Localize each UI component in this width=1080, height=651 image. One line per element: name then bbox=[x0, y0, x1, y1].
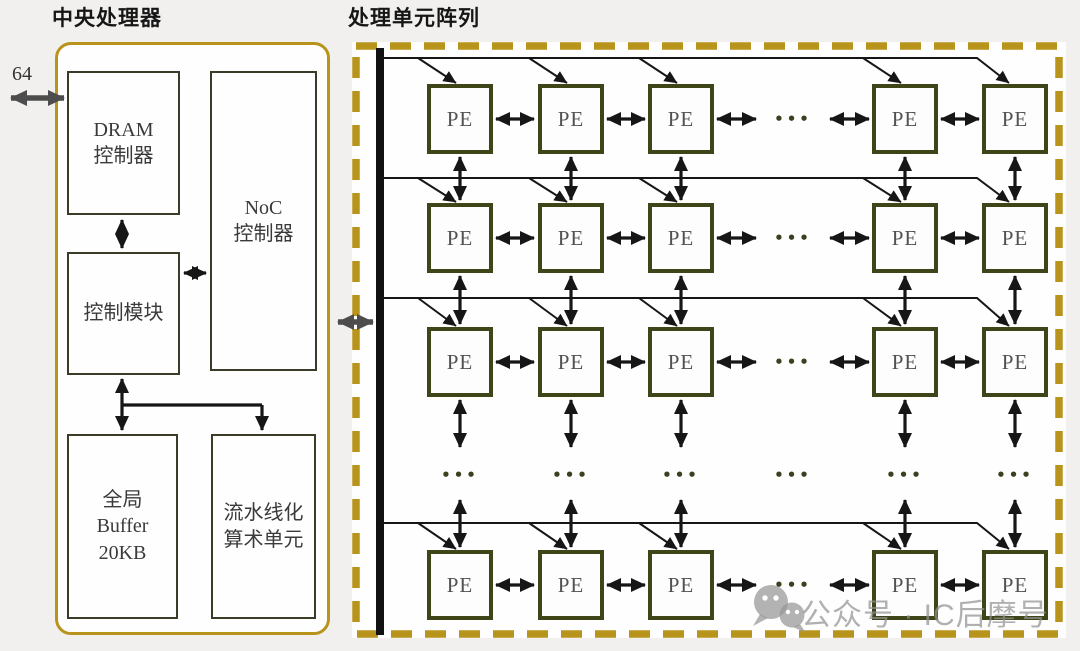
pe-cell: PE bbox=[872, 550, 938, 620]
ellipsis: ••• bbox=[774, 353, 812, 371]
pe-cell: PE bbox=[538, 84, 604, 154]
dram-controller-block: DRAM 控制器 bbox=[67, 71, 180, 215]
ellipsis: ••• bbox=[774, 576, 812, 594]
block-label-line: 流水线化 bbox=[223, 502, 304, 525]
ellipsis: ••• bbox=[774, 229, 812, 247]
ellipsis: ••• bbox=[774, 110, 812, 128]
pe-cell: PE bbox=[427, 327, 493, 397]
block-label-line: 20KB bbox=[98, 541, 147, 564]
global-buffer-block: 全局 Buffer 20KB bbox=[67, 434, 178, 619]
pe-cell: PE bbox=[538, 327, 604, 397]
ellipsis: ••• bbox=[774, 466, 812, 484]
pe-cell: PE bbox=[427, 84, 493, 154]
block-label-line: NoC bbox=[244, 196, 283, 219]
pe-cell: PE bbox=[427, 550, 493, 620]
block-label-line: Buffer bbox=[96, 515, 149, 538]
block-label-line: 全局 bbox=[102, 488, 143, 511]
ellipsis: ••• bbox=[996, 466, 1034, 484]
pe-cell: PE bbox=[982, 203, 1048, 273]
block-label-line: 控制器 bbox=[93, 145, 154, 167]
ellipsis: ••• bbox=[886, 466, 924, 484]
block-label-line: 控制模块 bbox=[83, 302, 164, 325]
bus-width-label: 64 bbox=[12, 63, 32, 85]
block-label-line: 算术单元 bbox=[223, 528, 304, 551]
pe-cell: PE bbox=[982, 550, 1048, 620]
ellipsis: ••• bbox=[662, 466, 700, 484]
pe-cell: PE bbox=[538, 550, 604, 620]
pe-cell: PE bbox=[982, 327, 1048, 397]
pe-cell: PE bbox=[982, 84, 1048, 154]
ellipsis: ••• bbox=[552, 466, 590, 484]
block-label-line: DRAM bbox=[93, 118, 154, 141]
cpu-panel bbox=[55, 42, 330, 635]
watermark-text: 公众号 · IC后摩号 bbox=[801, 599, 1049, 632]
noc-controller-block: NoC 控制器 bbox=[210, 71, 317, 371]
pe-cell: PE bbox=[427, 203, 493, 273]
pipeline-alu-block: 流水线化 算术单元 bbox=[211, 434, 316, 619]
pe-array-panel-title: 处理单元阵列 bbox=[348, 7, 480, 30]
pe-cell: PE bbox=[872, 327, 938, 397]
pe-cell: PE bbox=[872, 84, 938, 154]
pe-cell: PE bbox=[538, 203, 604, 273]
pe-cell: PE bbox=[648, 327, 714, 397]
ellipsis: ••• bbox=[441, 466, 479, 484]
cpu-panel-title: 中央处理器 bbox=[52, 7, 162, 30]
pe-cell: PE bbox=[872, 203, 938, 273]
pe-cell: PE bbox=[648, 203, 714, 273]
control-module-block: 控制模块 bbox=[67, 252, 180, 375]
pe-cell: PE bbox=[648, 550, 714, 620]
block-label-line: 控制器 bbox=[233, 223, 294, 245]
pe-cell: PE bbox=[648, 84, 714, 154]
